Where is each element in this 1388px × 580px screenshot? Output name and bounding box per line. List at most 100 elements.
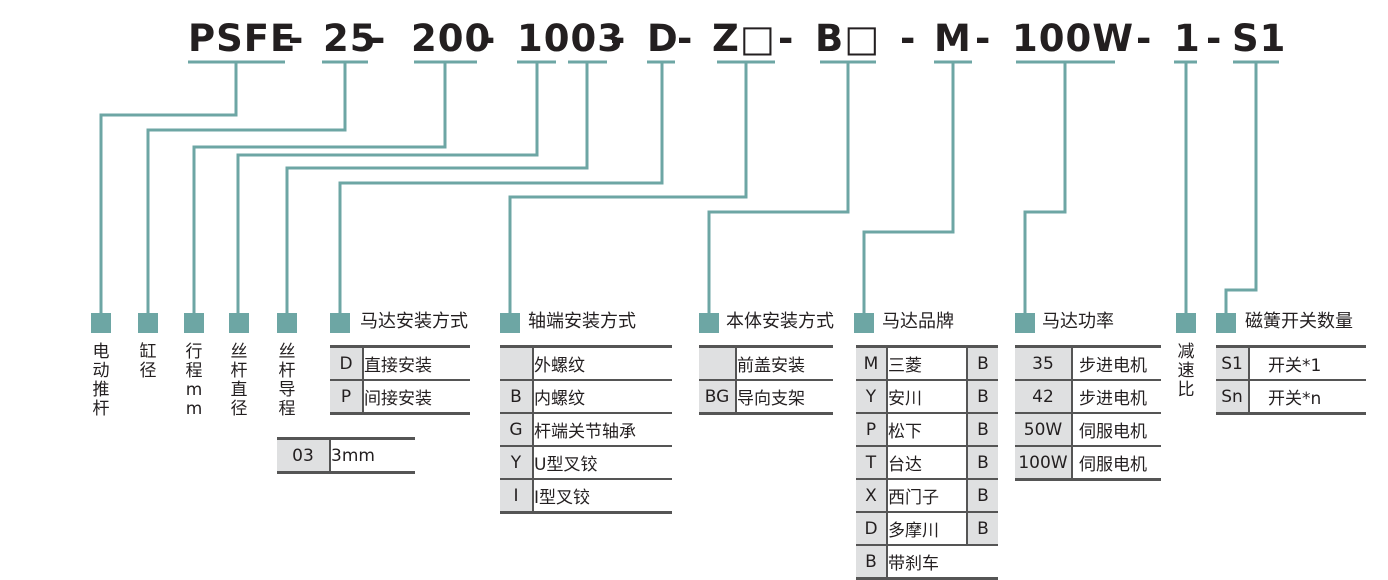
table-row: 03 3mm xyxy=(277,437,415,474)
code-cell: P xyxy=(856,413,888,447)
desc-cell: 松下 xyxy=(887,413,967,447)
label-bore: 缸径 xyxy=(139,342,157,381)
label-screw-diameter: 丝杆直径 xyxy=(230,342,248,419)
code-motor-mount: D xyxy=(647,17,679,60)
caption-reed-switch: 磁簧开关数量 xyxy=(1245,311,1353,332)
brake-cell: B xyxy=(966,345,998,381)
code-cell: B xyxy=(500,380,534,414)
code-cell: Sn xyxy=(1216,380,1250,415)
code-cell: X xyxy=(856,479,888,513)
desc-cell: 3mm xyxy=(330,437,415,474)
caption-motor-mount: 马达安装方式 xyxy=(360,311,468,332)
desc-cell: 伺服电机 xyxy=(1072,413,1161,447)
brake-cell: B xyxy=(966,479,998,513)
label-screw-lead: 丝杆导程 xyxy=(278,342,296,419)
marker-square xyxy=(854,313,874,333)
caption-shaft-end: 轴端安装方式 xyxy=(528,311,636,332)
code-dash: - xyxy=(480,17,497,60)
code-cell: 42 xyxy=(1015,380,1073,414)
code-switch: S1 xyxy=(1232,17,1287,60)
table-row: 前盖安装 xyxy=(699,345,833,381)
code-cell: 50W xyxy=(1015,413,1073,447)
caption-motor-brand: 马达品牌 xyxy=(882,311,954,332)
code-series: PSFE xyxy=(188,17,297,60)
desc-cell: 安川 xyxy=(887,380,967,414)
desc-cell: 伺服电机 xyxy=(1072,446,1161,481)
code-body-mount: B□ xyxy=(815,17,881,60)
code-cell: G xyxy=(500,413,534,447)
label-electric-actuator: 电动推杆 xyxy=(92,342,110,419)
marker-square xyxy=(229,313,249,333)
code-cell: P xyxy=(330,380,364,415)
code-cell: 100W xyxy=(1015,446,1073,481)
marker-square xyxy=(184,313,204,333)
desc-cell: 带刹车 xyxy=(887,545,998,580)
marker-square xyxy=(277,313,297,333)
marker-square xyxy=(330,313,350,333)
brake-cell: B xyxy=(966,512,998,546)
code-dash: - xyxy=(778,17,795,60)
code-dash: - xyxy=(900,17,917,60)
desc-cell: 西门子 xyxy=(887,479,967,513)
code-cell: B xyxy=(856,545,888,580)
code-cell: M xyxy=(856,345,888,381)
marker-square xyxy=(91,313,111,333)
marker-square xyxy=(138,313,158,333)
desc-cell: 前盖安装 xyxy=(736,345,833,381)
marker-square xyxy=(500,313,520,333)
code-dash: - xyxy=(677,17,694,60)
caption-body-mount: 本体安装方式 xyxy=(726,311,834,332)
desc-cell: 多摩川 xyxy=(887,512,967,546)
lead-table: 03 3mm xyxy=(277,437,415,474)
desc-cell: 台达 xyxy=(887,446,967,480)
desc-cell: 内螺纹 xyxy=(533,380,672,414)
code-dash: - xyxy=(288,17,305,60)
code-cell: 35 xyxy=(1015,345,1073,381)
code-cell xyxy=(500,345,534,381)
code-stroke: 200 xyxy=(411,17,492,60)
code-power: 100W xyxy=(1012,17,1135,60)
code-cell xyxy=(699,345,737,381)
code-cell: Y xyxy=(856,380,888,414)
label-reduction-ratio: 减速比 xyxy=(1177,342,1195,400)
code-cell: I xyxy=(500,479,534,514)
code-cell: D xyxy=(856,512,888,546)
desc-cell: 步进电机 xyxy=(1072,345,1161,381)
code-cell: 03 xyxy=(277,437,331,474)
desc-cell: 步进电机 xyxy=(1072,380,1161,414)
brake-cell: B xyxy=(966,380,998,414)
desc-cell: 间接安装 xyxy=(363,380,470,415)
code-ratio: 1 xyxy=(1174,17,1201,60)
marker-square xyxy=(699,313,719,333)
desc-cell: 开关*1 xyxy=(1249,345,1366,381)
marker-square xyxy=(1216,313,1236,333)
code-dash: - xyxy=(1136,17,1153,60)
marker-square xyxy=(1176,313,1196,333)
desc-cell: I型叉铰 xyxy=(533,479,672,514)
table-row: 外螺纹 xyxy=(500,345,672,381)
